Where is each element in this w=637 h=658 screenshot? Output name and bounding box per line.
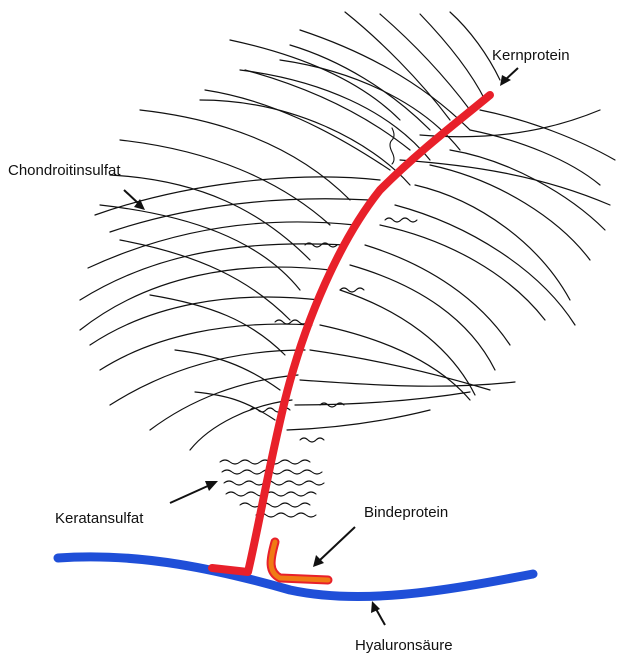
cs-chain	[240, 70, 430, 160]
cs-chain	[300, 380, 515, 386]
cs-chain	[310, 350, 490, 390]
ks-chain	[275, 320, 307, 324]
cs-chain	[110, 199, 370, 232]
cs-chain	[120, 140, 330, 225]
cs-chain	[320, 325, 470, 400]
ks-chain	[240, 503, 310, 507]
ks-chain	[226, 492, 316, 496]
ks-chain	[300, 438, 324, 442]
cs-chain	[400, 160, 610, 205]
label-keratansulfat: Keratansulfat	[55, 510, 144, 527]
cs-chain	[340, 290, 475, 395]
cs-chain	[245, 70, 410, 150]
cs-chain	[200, 100, 410, 185]
cs-chain	[100, 205, 300, 290]
ks-chain	[224, 481, 324, 485]
arrow-keratansulfat	[170, 481, 218, 503]
core-protein	[212, 95, 490, 572]
cs-chain	[295, 392, 470, 405]
cs-chain	[88, 222, 355, 268]
cs-chain	[230, 40, 400, 120]
arrow-bindeprotein	[313, 527, 355, 567]
ks-chain	[256, 513, 316, 517]
cs-chain	[450, 150, 605, 230]
arrow-kernprotein	[500, 68, 518, 86]
cs-chain	[287, 410, 430, 430]
cs-chain	[175, 350, 280, 390]
cs-chain	[395, 205, 575, 325]
cs-chain	[365, 245, 510, 345]
label-hyaluronsaeure: Hyaluronsäure	[355, 637, 453, 654]
cs-chain	[80, 244, 345, 300]
cs-chain	[95, 177, 380, 215]
cs-chain	[290, 45, 430, 130]
cs-chain	[350, 265, 495, 370]
ks-chain	[220, 460, 310, 464]
label-bindeprotein: Bindeprotein	[364, 504, 448, 521]
ks-chain	[390, 128, 394, 164]
cs-chain	[300, 30, 470, 130]
arrow-hyaluronsaeure	[371, 601, 385, 625]
cs-chain	[470, 130, 600, 185]
label-chondroitinsulfat: Chondroitinsulfat	[8, 162, 121, 179]
cs-chain	[450, 12, 500, 80]
label-kernprotein: Kernprotein	[492, 47, 570, 64]
cs-chain	[90, 297, 320, 345]
cs-chain	[150, 295, 285, 355]
cs-chain	[430, 165, 590, 260]
ks-chain	[385, 218, 417, 222]
